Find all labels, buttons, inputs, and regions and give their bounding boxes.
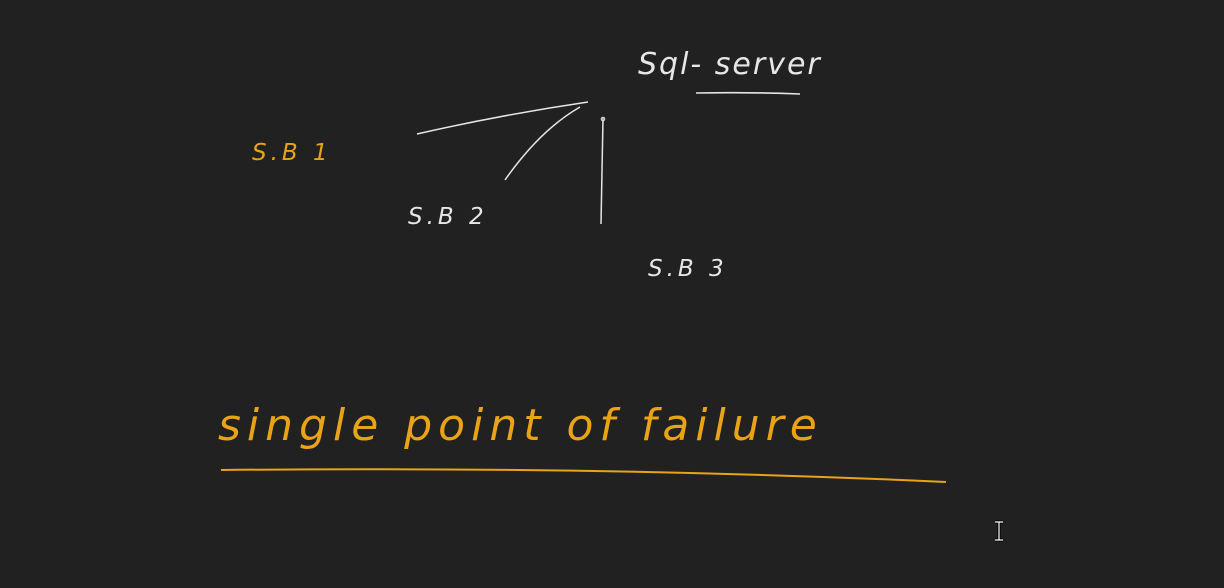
caption-text: single point of failure (218, 400, 823, 451)
connection-line-sb1 (416, 101, 589, 135)
connection-line-sb2 (504, 106, 581, 181)
text-cursor-icon (995, 520, 1003, 542)
connection-point (600, 116, 606, 122)
caption-underline (220, 468, 947, 483)
server-label: Sql- server (638, 47, 822, 82)
sb1-label: S.B 1 (252, 140, 332, 166)
sb2-label: S.B 2 (408, 204, 488, 230)
connection-line-sb3 (600, 117, 604, 225)
sb3-label: S.B 3 (648, 256, 728, 282)
server-underline (695, 91, 801, 95)
